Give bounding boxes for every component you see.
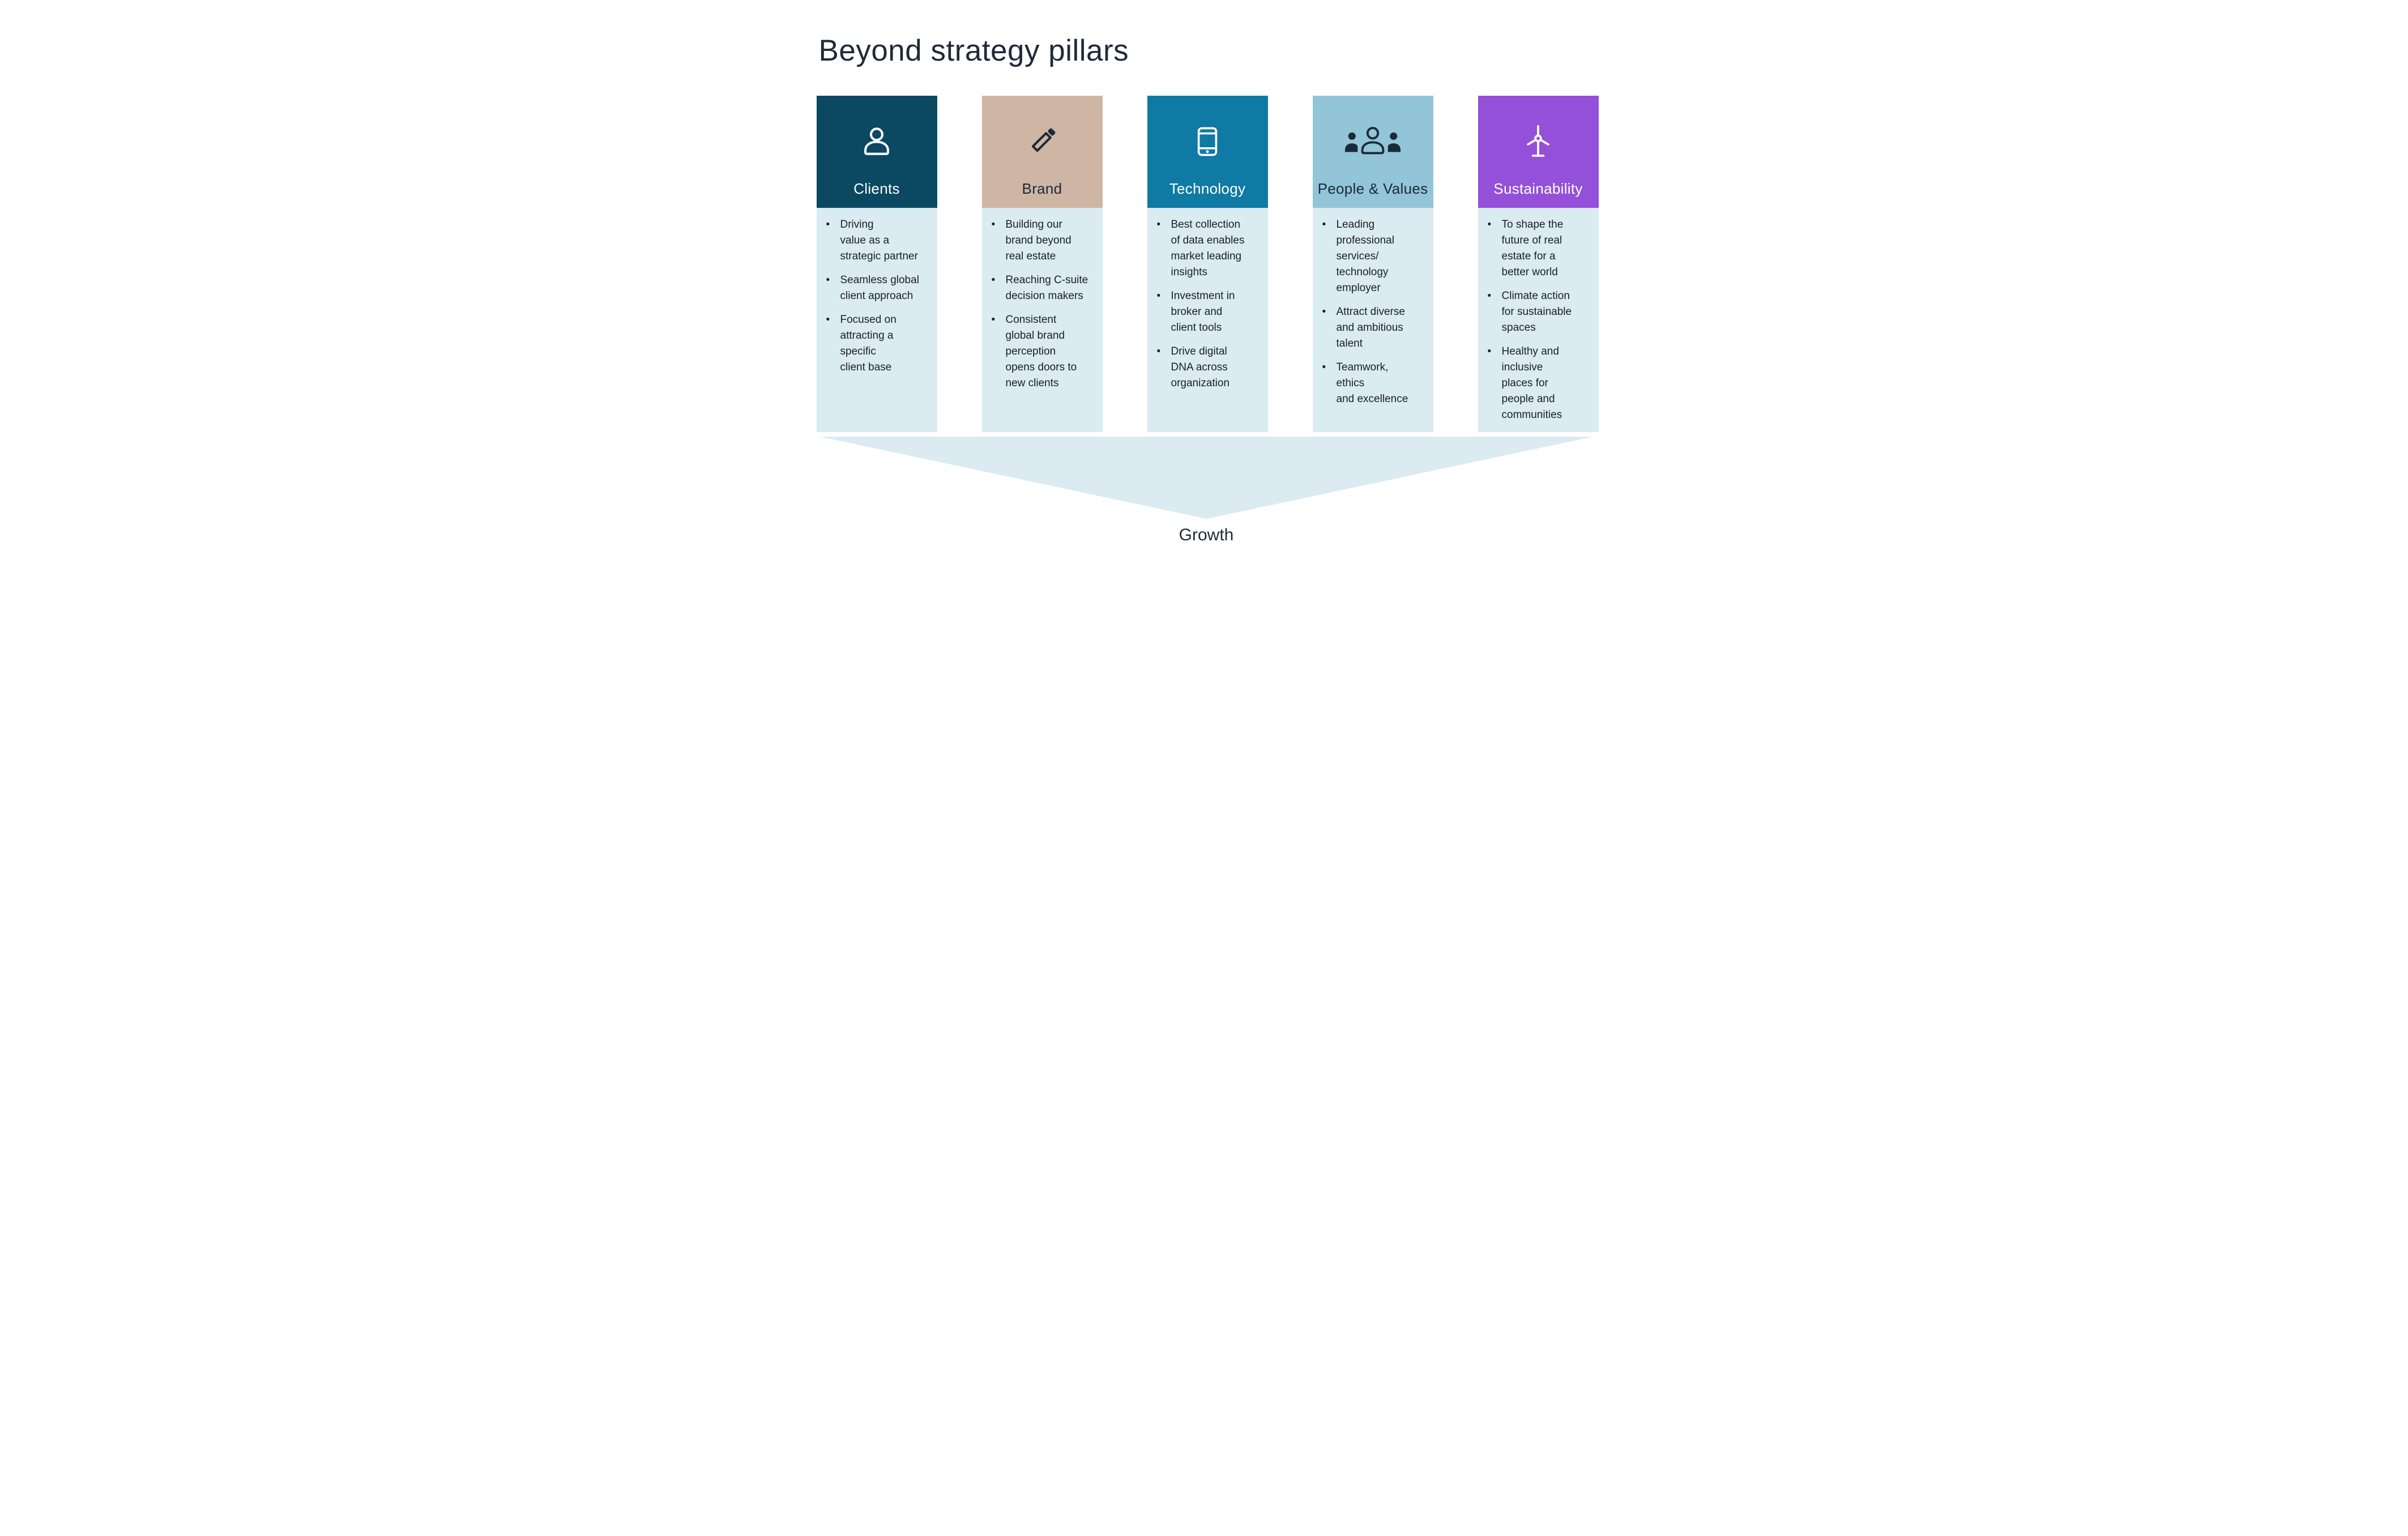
page-title: Beyond strategy pillars [818,34,1129,67]
pillar-bullets: Building our brand beyond real estate Re… [982,217,1099,391]
bullet-item: Driving value as a strategic partner [817,217,934,264]
bullet-item: Leading professional services/ technolog… [1313,217,1430,296]
pillar-header: People & Values [1312,96,1433,208]
bullet-item: Focused on attracting a specific client … [817,312,934,376]
bullet-item: Investment in broker and client tools [1147,288,1265,336]
bullet-item: Climate action for sustainable spaces [1478,288,1595,336]
pillar-bullets: Leading professional services/ technolog… [1313,217,1430,407]
pencil-icon [1026,124,1058,159]
growth-label: Growth [1179,526,1234,544]
growth-funnel-arrow [819,437,1593,519]
pillar-technology: Technology Best collection of data enabl… [1147,96,1268,432]
pillar-title: Clients [853,180,900,197]
funnel-triangle [819,437,1593,519]
pillar-body: Driving value as a strategic partner Sea… [816,208,937,432]
person-icon [860,124,893,159]
pillar-header: Brand [981,96,1103,208]
pillar-body: Best collection of data enables market l… [1147,208,1268,432]
bullet-item: Healthy and inclusive places for people … [1478,344,1595,423]
wind-turbine-icon [1521,124,1555,159]
bullet-item: Drive digital DNA across organization [1147,344,1265,391]
pillar-title: Sustainability [1493,180,1583,197]
bullet-item: Attract diverse and ambitious talent [1313,304,1430,352]
pillar-body: Building our brand beyond real estate Re… [981,208,1103,432]
bullet-item: Consistent global brand perception opens… [982,312,1099,391]
slide: Beyond strategy pillars Clients Driving … [766,0,1642,558]
pillar-title: Technology [1169,180,1246,197]
pillar-bullets: To shape the future of real estate for a… [1478,217,1595,423]
pillar-body: Leading professional services/ technolog… [1312,208,1433,432]
tablet-icon [1191,124,1224,159]
bullet-item: To shape the future of real estate for a… [1478,217,1595,280]
pillar-header: Clients [816,96,937,208]
pillar-header: Technology [1147,96,1268,208]
pillar-title: People & Values [1317,180,1428,197]
pillar-header: Sustainability [1478,96,1599,208]
pillar-bullets: Best collection of data enables market l… [1147,217,1265,391]
bullet-item: Reaching C-suite decision makers [982,272,1099,304]
pillar-clients: Clients Driving value as a strategic par… [816,96,937,432]
people-icon [1343,124,1402,159]
pillar-brand: Brand Building our brand beyond real est… [981,96,1103,432]
bullet-item: Teamwork, ethics and excellence [1313,360,1430,407]
pillar-bullets: Driving value as a strategic partner Sea… [817,217,934,376]
bullet-item: Best collection of data enables market l… [1147,217,1265,280]
bullet-item: Building our brand beyond real estate [982,217,1099,264]
pillar-title: Brand [1022,180,1062,197]
bullet-item: Seamless global client approach [817,272,934,304]
pillar-body: To shape the future of real estate for a… [1478,208,1599,432]
pillar-people-values: People & Values Leading professional ser… [1312,96,1433,432]
pillar-sustainability: Sustainability To shape the future of re… [1478,96,1599,432]
